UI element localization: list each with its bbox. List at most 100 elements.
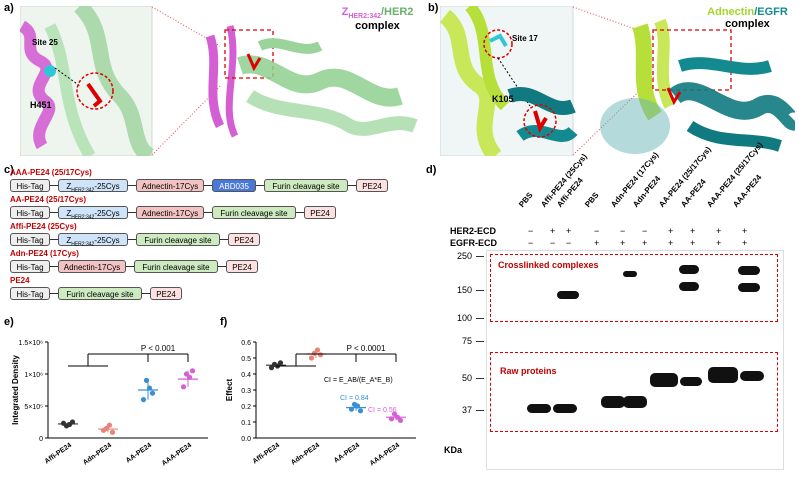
data-point <box>314 347 321 353</box>
her2-sign: + <box>550 226 556 236</box>
data-point <box>357 408 364 414</box>
mw-tick <box>476 256 484 257</box>
h451-label: H451 <box>30 100 52 110</box>
y-tick-label: 0.3 <box>241 388 251 395</box>
egfr-sign: + <box>642 238 648 248</box>
y-tick-label: 0 <box>39 436 43 443</box>
panel-b-structure <box>440 6 795 156</box>
x-tick-label: AA-PE24 <box>333 442 361 465</box>
lane-header: PBS <box>517 190 535 209</box>
band-aaa-complex1 <box>738 266 760 275</box>
panel-e-label: e) <box>4 316 14 328</box>
z-sub: HER2:342 <box>71 187 95 194</box>
construct-linker <box>128 239 136 240</box>
egfr-sign: + <box>716 238 722 248</box>
construct-domain: PE24 <box>226 260 258 273</box>
mw-marker: 50 <box>461 373 472 383</box>
construct-domain: Furin cleavage site <box>58 287 142 300</box>
z-main: Z <box>66 182 72 191</box>
data-point <box>69 419 76 425</box>
her2-sign: + <box>566 226 572 236</box>
band-aaa <box>708 367 738 383</box>
egfr-ecd-label: EGFR-ECD <box>450 238 497 248</box>
egfr-title: /EGFR <box>754 6 788 18</box>
band-aa2 <box>680 377 702 386</box>
y-tick-label: 1×10⁶ <box>24 372 43 379</box>
construct-linker <box>50 185 58 186</box>
panel-b-title: Adnectin/EGFR complex <box>700 6 795 30</box>
data-point <box>109 429 116 435</box>
construct-name: PE24 <box>10 276 30 285</box>
site-17-label: Site 17 <box>512 34 538 43</box>
z-title: Z <box>341 6 349 18</box>
data-point <box>186 374 193 380</box>
construct-domain: His-Tag <box>10 287 50 300</box>
construct-domain: Adnectin-17Cys <box>58 260 126 273</box>
band-affi-complex <box>557 291 579 299</box>
her2-sign: − <box>642 226 648 236</box>
panel-a-structure <box>20 6 418 156</box>
data-point <box>143 377 150 383</box>
her2-sign: + <box>742 226 748 236</box>
y-axis-label: Effect <box>225 379 234 402</box>
ci-aa: CI = 0.84 <box>340 395 369 402</box>
egfr-sign: + <box>742 238 748 248</box>
egfr-sign: − <box>528 238 534 248</box>
construct-linker <box>50 266 58 267</box>
construct-domain: Furin cleavage site <box>212 206 296 219</box>
construct-linker <box>50 239 58 240</box>
data-point <box>317 352 324 358</box>
panel-c-label: c) <box>4 164 14 176</box>
data-point <box>397 417 404 423</box>
construct-domain: PE24 <box>356 179 388 192</box>
x-tick-label: AAA-PE24 <box>369 442 401 468</box>
raw-box <box>490 352 778 432</box>
band-affi2 <box>553 404 577 413</box>
z-title-sub: HER2:342 <box>348 13 381 21</box>
z-sub: HER2:342 <box>71 214 95 221</box>
construct-linker <box>204 185 212 186</box>
construct-domain: Furin cleavage site <box>134 260 218 273</box>
band-adn-complex <box>623 271 637 277</box>
construct-linker <box>126 266 134 267</box>
x-tick-label: AA-PE24 <box>125 442 153 465</box>
construct-linker <box>218 266 226 267</box>
egfr-sign: − <box>550 238 556 248</box>
raw-label: Raw proteins <box>500 366 557 376</box>
her2-sign: − <box>594 226 600 236</box>
complex-b: complex <box>725 18 770 30</box>
band-adn <box>601 396 625 408</box>
construct-domain: Adnectin-17Cys <box>136 179 204 192</box>
her2-sign: + <box>716 226 722 236</box>
construct-domain: ZHER2:342-25Cys <box>58 233 128 248</box>
construct-domain: ZHER2:342-25Cys <box>58 179 128 194</box>
y-tick-label: 0.5 <box>241 356 251 363</box>
ci-formula: CI = E_AB/(E_A*E_B) <box>324 377 393 384</box>
data-point <box>277 360 284 366</box>
data-point <box>348 406 355 412</box>
her2-sign: − <box>528 226 534 236</box>
band-aa <box>650 373 678 387</box>
y-axis-label: Integrated Density <box>11 355 20 425</box>
data-point <box>308 355 315 361</box>
panel-f-label: f) <box>220 316 228 328</box>
data-point <box>388 416 395 422</box>
egfr-sign: + <box>690 238 696 248</box>
construct-name: Adn-PE24 (17Cys) <box>10 249 79 258</box>
mw-marker: 37 <box>461 405 472 415</box>
construct-domain: PE24 <box>150 287 182 300</box>
data-point <box>146 385 153 391</box>
x-tick-label: AAA-PE24 <box>161 442 193 468</box>
construct-domain: PE24 <box>228 233 260 246</box>
mw-tick <box>476 378 484 379</box>
band-adn2 <box>623 396 647 408</box>
crosslinked-box <box>490 254 778 322</box>
x-tick-label: Affi-PE24 <box>44 442 74 466</box>
construct-name: AA-PE24 (25/17Cys) <box>10 195 87 204</box>
k105-label: K105 <box>492 94 514 104</box>
data-point <box>354 403 361 409</box>
construct-linker <box>204 212 212 213</box>
crosslinked-label: Crosslinked complexes <box>498 260 599 270</box>
construct-domain: PE24 <box>304 206 336 219</box>
